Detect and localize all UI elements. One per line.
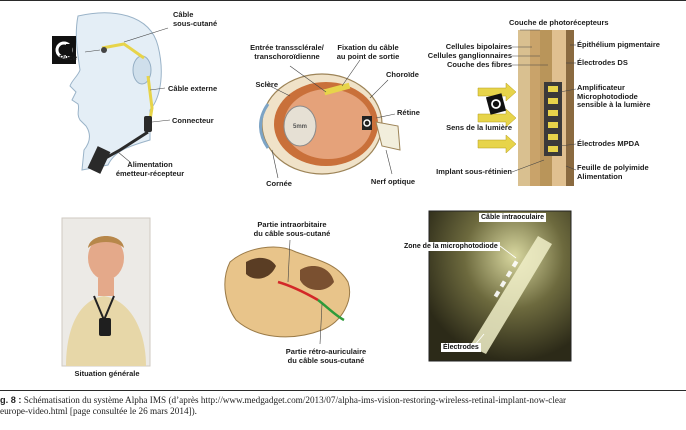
connector [144, 116, 152, 132]
label-situation: Situation générale [74, 369, 140, 378]
label-retine: Rétine [397, 108, 420, 117]
figure-frame [0, 0, 686, 391]
label-cable-sous-cutane: Câble sous-cutané [173, 10, 218, 28]
label-cable-intraoculaire: Câble intraoculaire [479, 213, 547, 222]
label-entree: Entrée transsclérale/ transchoroïdienne [250, 43, 324, 61]
light-direction-arrows [477, 82, 517, 154]
eye-drawing [259, 73, 401, 175]
label-cable-externe: Câble externe [168, 84, 218, 93]
label-nerf-optique: Nerf optique [370, 177, 416, 186]
label-intraorbitaire: Partie intraorbitaire du câble sous-cuta… [253, 220, 331, 238]
worn-transmitter [99, 318, 111, 336]
subcutaneous-cable [101, 42, 145, 60]
label-amplificateur: Amplificateur Microphotodiode sensible à… [577, 83, 651, 109]
figure-caption: g. 8 : Schématisation du système Alpha I… [0, 395, 686, 417]
label-choroide: Choroïde [386, 70, 419, 79]
label-electrodes: Électrodes [441, 343, 481, 352]
label-implant: Implant sous-rétinien [436, 167, 512, 176]
label-fibres: Couche des fibres [446, 60, 512, 69]
head-drawing [52, 12, 162, 174]
label-bipolaires: Cellules bipolaires [445, 42, 512, 51]
external-cable [146, 75, 154, 121]
chip [101, 47, 107, 53]
retina-optotype-c-icon [485, 93, 507, 115]
label-puce: Puce [59, 53, 77, 62]
eye-cable [323, 82, 351, 96]
retina-layers [477, 30, 574, 186]
label-sens-lumiere: Sens de la lumière [446, 123, 512, 132]
label-retro: Partie rétro-auriculaire du câble sous-c… [285, 347, 367, 365]
cable-red [277, 280, 319, 302]
label-photorecepteurs: Couche de photorécepteurs [509, 18, 609, 27]
cornea [259, 103, 270, 149]
power-transceiver [87, 146, 111, 174]
label-cornee: Cornée [266, 179, 292, 188]
label-zone-microphotodiode: Zone de la microphotodiode [402, 242, 500, 251]
label-sclere: Sclère [255, 80, 278, 89]
label-epithelium: Épithélium pigmentaire [577, 40, 660, 49]
implant-strip [470, 236, 552, 354]
label-fixation: Fixation du câble au point de sortie [336, 43, 400, 61]
label-electrodes-ds: Électrodes DS [577, 58, 628, 67]
caption-text-line2: europe-video.html [page consultée le 26 … [0, 406, 197, 416]
label-ganglionnaires: Cellules ganglionnaires [427, 51, 512, 60]
label-electrodes-mpda: Électrodes MPDA [577, 139, 640, 148]
label-alimentation: Alimentation émetteur-récepteur [115, 160, 185, 178]
eye-optotype-c-icon [362, 116, 372, 130]
caption-figure-number: g. 8 : [0, 395, 22, 405]
label-lens-5mm: 5mm [292, 124, 308, 130]
label-connecteur: Connecteur [172, 116, 214, 125]
cable-green [317, 299, 345, 322]
caption-text: Schématisation du système Alpha IMS (d’a… [21, 395, 567, 405]
label-feuille: Feuille de polyimide Alimentation [577, 163, 649, 181]
